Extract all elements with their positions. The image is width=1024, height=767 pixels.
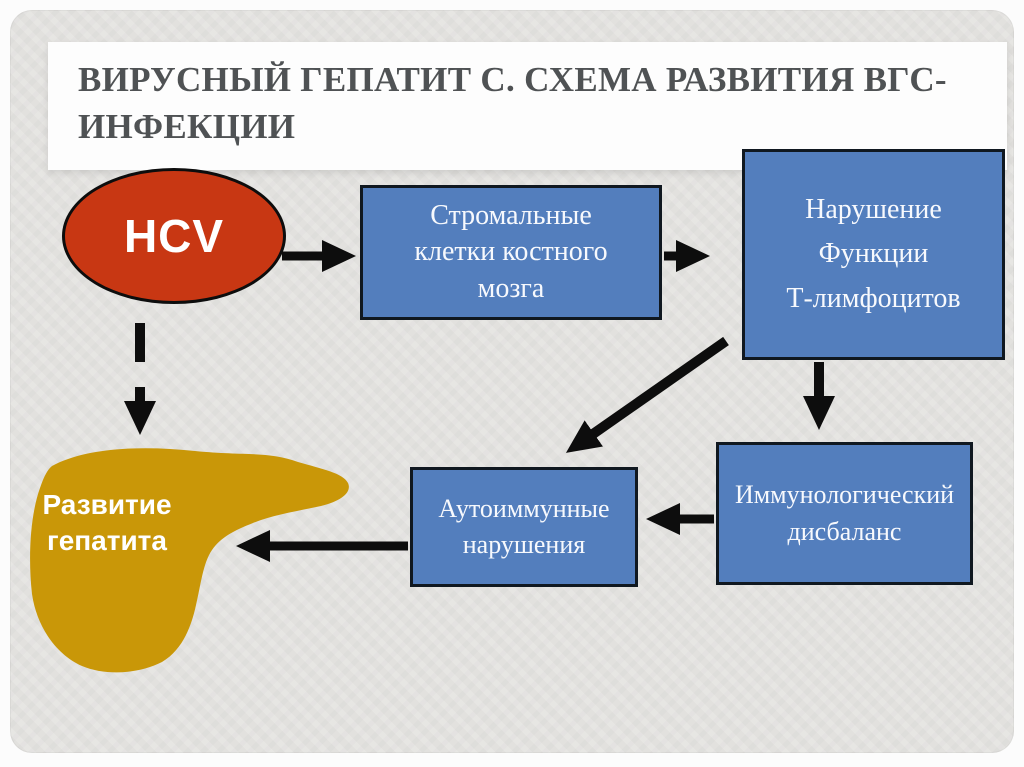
title-banner: ВИРУСНЫЙ ГЕПАТИТ С. СХЕМА РАЗВИТИЯ ВГС- … xyxy=(48,42,1007,170)
node-t-lymphocytes: Нарушение Функции Т-лимфоцитов xyxy=(742,149,1005,360)
node-stromal-cells: Стромальные клетки костного мозга xyxy=(360,185,662,320)
node-stromal-cells-label: Стромальные клетки костного мозга xyxy=(414,199,608,304)
node-t-lymphocytes-label: Нарушение Функции Т-лимфоцитов xyxy=(786,194,961,314)
slide-content-panel: ВИРУСНЫЙ ГЕПАТИТ С. СХЕМА РАЗВИТИЯ ВГС- … xyxy=(10,10,1014,753)
node-hcv-label: HCV xyxy=(123,210,225,262)
node-liver-label: Развитие гепатита xyxy=(42,489,172,556)
node-hcv: HCV xyxy=(62,168,286,304)
node-immune-imbalance: Иммунологический дисбаланс xyxy=(716,442,973,585)
liver-shape-path xyxy=(30,448,349,673)
slide-title: ВИРУСНЫЙ ГЕПАТИТ С. СХЕМА РАЗВИТИЯ ВГС- … xyxy=(78,60,947,146)
node-autoimmune: Аутоиммунные нарушения xyxy=(410,467,638,587)
node-autoimmune-label: Аутоиммунные нарушения xyxy=(438,493,610,559)
node-immune-imbalance-label: Иммунологический дисбаланс xyxy=(734,479,955,546)
arrow-tcells-to-autoimmune xyxy=(565,336,729,453)
